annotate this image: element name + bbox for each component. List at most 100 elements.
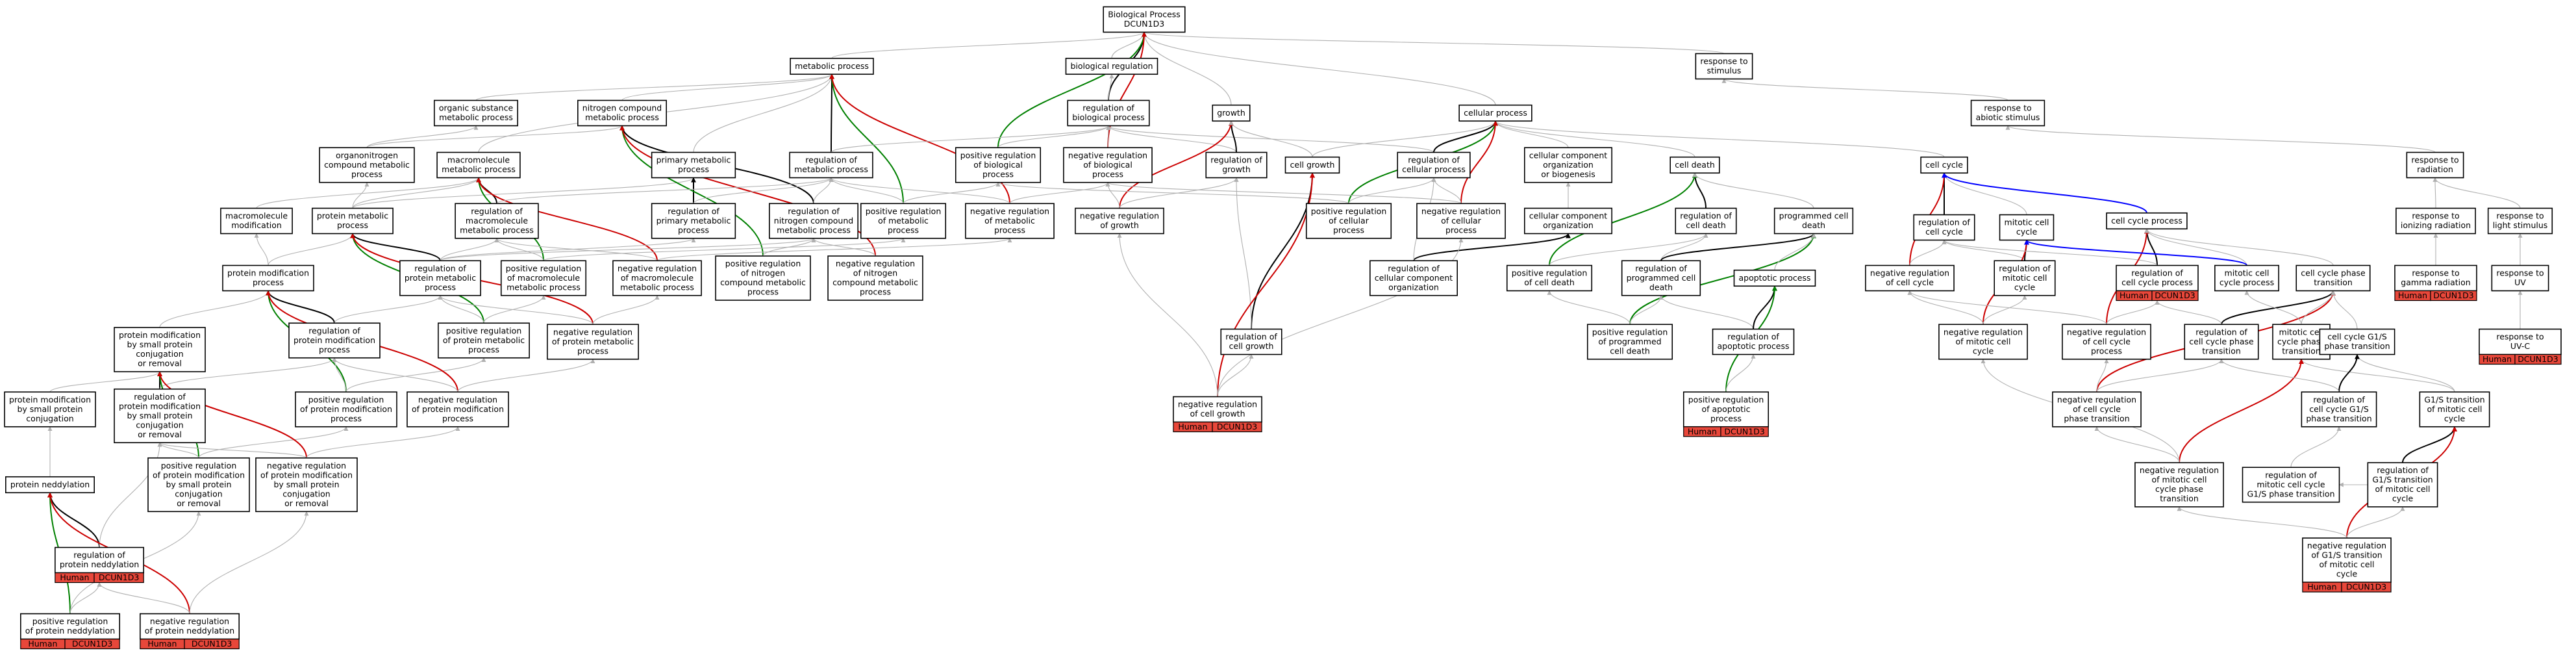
go-term-label-line: cellular process [1402, 164, 1466, 174]
edge-is-a [903, 182, 1001, 204]
go-term-label-line: G1/S transition [2424, 394, 2484, 404]
go-term-label-line: cellular process [1464, 108, 1527, 118]
go-term-protein-neddylation[interactable]: protein neddylation [5, 476, 95, 494]
go-term-box [1416, 203, 1506, 239]
go-term-label-line: regulation of [2313, 394, 2365, 404]
go-term-label-line: negative regulation [2140, 465, 2219, 475]
go-term-cell-growth[interactable]: cell growth [1284, 156, 1340, 174]
go-term-cell-death[interactable]: cell death [1669, 156, 1720, 174]
go-term-label-line: of protein metabolic [443, 335, 525, 345]
go-term-box [220, 207, 293, 235]
go-term-bioreg[interactable]: biological regulation [1065, 57, 1158, 75]
go-term-growth[interactable]: growth [1212, 104, 1251, 122]
edge-is-a [352, 177, 696, 209]
go-term-cellular[interactable]: cellular process [1458, 104, 1532, 122]
go-term-cc-process[interactable]: cell cycle process [2106, 212, 2188, 230]
go-term-cell-cycle[interactable]: cell cycle [1920, 156, 1968, 174]
go-term-apoptotic[interactable]: apoptotic process [1733, 269, 1816, 287]
go-term-label-line: conjugation [282, 489, 330, 498]
go-term-metabolic[interactable]: metabolic process [790, 57, 874, 75]
